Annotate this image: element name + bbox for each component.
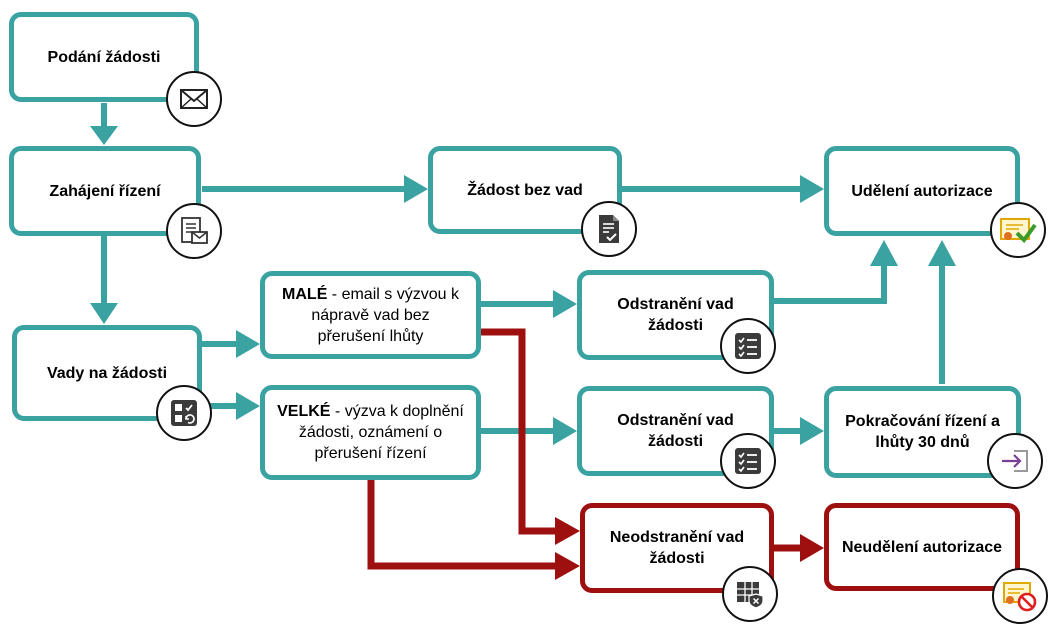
arrowhead-neodstraneni-neudeleni	[800, 534, 824, 562]
arrow-odstraneni-udeleni	[774, 262, 887, 304]
node-label-line1: Neodstranění vad	[609, 529, 745, 546]
badge-pokracovani	[987, 433, 1043, 489]
envelope-icon	[180, 89, 208, 109]
node-label-line1: Odstranění vad	[617, 296, 734, 313]
arrowhead-male-neodstraneni	[555, 517, 580, 545]
badge-podani	[166, 71, 222, 127]
badge-neodstraneni	[722, 566, 778, 622]
badge-odstraneni-1	[720, 318, 776, 374]
velke-line3: přerušení řízení	[314, 445, 427, 462]
node-label: Žádost bez vad	[467, 181, 583, 199]
node-label-line2: žádosti	[647, 433, 704, 450]
arrowhead-zahajeni-bezvad	[404, 175, 428, 203]
arrowhead-bezvad-udeleni	[800, 175, 824, 203]
node-label-line2: lhůty 30 dnů	[875, 434, 970, 451]
node-udeleni-autorizace: Udělení autorizace	[824, 146, 1020, 236]
male-line1: MALÉ - email s výzvou k	[282, 284, 459, 305]
arrowhead-velke-neodstraneni	[555, 552, 580, 580]
node-label: Neudělení autorizace	[841, 538, 1003, 556]
male-line3: přerušení lhůty	[317, 327, 424, 345]
male-label-bold: MALÉ	[282, 285, 328, 303]
node-label: Vady na žádosti	[46, 364, 168, 382]
velke-label-rest: - výzva k doplnění	[330, 403, 464, 420]
checklist-refresh-icon	[171, 400, 197, 426]
arrowhead-odstraneni-udeleni	[870, 240, 898, 266]
arrowhead-vady-male	[236, 330, 260, 358]
badge-zahajeni	[166, 203, 222, 259]
node-neudeleni-autorizace: Neudělení autorizace	[824, 503, 1020, 591]
arrow-velke-neodstraneni	[367, 478, 560, 570]
node-velke: VELKÉ - výzva k doplnění žádosti, oznáme…	[260, 385, 481, 480]
node-male: MALÉ - email s výzvou k nápravě vad bez …	[260, 271, 481, 359]
node-label: Podání žádosti	[47, 48, 161, 66]
velke-line1: VELKÉ - výzva k doplnění	[277, 401, 464, 422]
arrow-male-neodstraneni	[481, 328, 560, 535]
velke-label-bold: VELKÉ	[277, 403, 331, 420]
velke-line2: žádosti, oznámení o	[298, 424, 443, 441]
certificate-prohibited-icon	[1003, 582, 1037, 612]
task-list-icon	[735, 333, 761, 359]
badge-odstraneni-2	[720, 433, 776, 489]
node-label-line1: Odstranění vad	[617, 412, 734, 429]
node-label-line2: žádosti	[649, 550, 705, 567]
node-odstraneni-vad-2: Odstranění vad žádosti	[577, 386, 774, 476]
badge-bez-vad	[581, 201, 637, 257]
node-label: Zahájení řízení	[49, 182, 161, 200]
arrowhead-zahajeni-vady	[90, 303, 118, 324]
enter-arrow-icon	[1002, 450, 1028, 472]
arrowhead-velke-odstraneni	[553, 417, 577, 445]
arrowhead-pokracovani-udeleni	[928, 240, 956, 266]
table-shield-icon	[737, 582, 764, 609]
arrowhead-odstraneni-pokracovani	[800, 417, 824, 445]
male-line2: nápravě vad bez	[311, 306, 430, 324]
document-check-icon	[599, 215, 619, 243]
arrowhead-male-odstraneni	[553, 290, 577, 318]
node-label-line2: žádosti	[647, 317, 704, 334]
node-label: Udělení autorizace	[851, 182, 993, 200]
task-list-icon	[735, 448, 761, 474]
node-pokracovani-rizeni: Pokračování řízení a lhůty 30 dnů	[824, 386, 1021, 478]
arrowhead-vady-velke	[236, 392, 260, 420]
document-mail-icon	[181, 217, 208, 244]
badge-vady	[156, 385, 212, 441]
certificate-check-icon	[1000, 218, 1037, 244]
node-label-line1: Pokračování řízení a	[845, 413, 1000, 430]
male-label-rest: - email s výzvou k	[327, 285, 459, 303]
arrowhead-podani-zahajeni	[90, 126, 118, 145]
badge-neudeleni	[992, 568, 1048, 624]
badge-udeleni	[990, 202, 1046, 258]
